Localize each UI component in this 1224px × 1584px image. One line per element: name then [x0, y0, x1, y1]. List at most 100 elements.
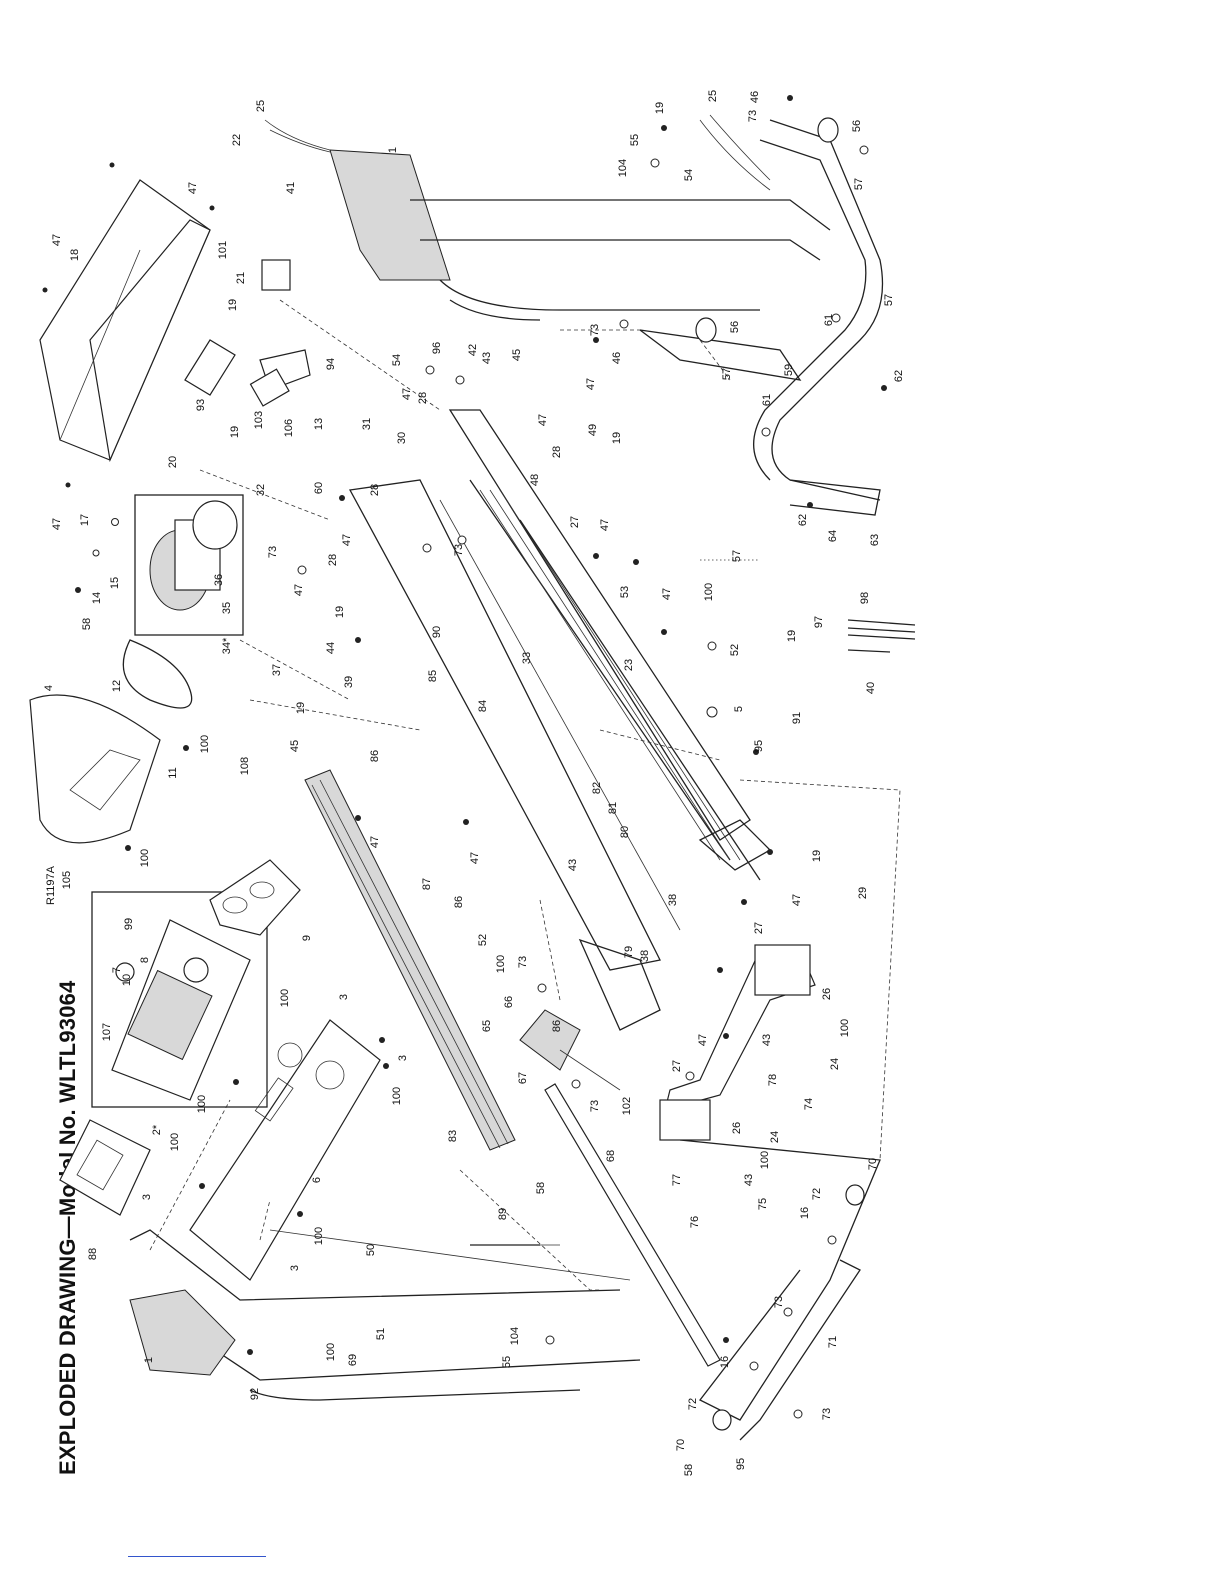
part-callout: 102: [621, 1097, 633, 1115]
part-callout: 100: [279, 989, 291, 1007]
part-callout: 59: [783, 364, 795, 376]
part-callout: 47: [791, 894, 803, 906]
part-callout: 1: [387, 147, 399, 153]
part-callout: 1: [143, 1357, 155, 1363]
wires-25: [264, 114, 771, 191]
rear-base-71: [679, 1139, 881, 1441]
part-callout: 78: [767, 1074, 779, 1086]
part-callout: 100: [325, 1343, 337, 1361]
part-callout: 73: [517, 956, 529, 968]
part-callout: 58: [683, 1464, 695, 1476]
console-housing-9: [209, 859, 301, 936]
part-callout: 73: [773, 1296, 785, 1308]
part-callout: 50: [365, 1244, 377, 1256]
part-callout: 47: [697, 1034, 709, 1046]
part-callout: 60: [313, 482, 325, 494]
part-callout: 28: [369, 484, 381, 496]
part-callout: 48: [529, 474, 541, 486]
part-callout: 19: [229, 426, 241, 438]
part-callout: 33: [521, 652, 533, 664]
part-callout: 104: [509, 1327, 521, 1345]
part-callout: 100: [169, 1133, 181, 1151]
part-callout: 19: [227, 299, 239, 311]
part-callout: 87: [421, 878, 433, 890]
part-callout: 61: [823, 314, 835, 326]
part-callout: 86: [551, 1020, 563, 1032]
part-callout: 100: [703, 583, 715, 601]
part-callout: 28: [327, 554, 339, 566]
part-callout: 38: [667, 894, 679, 906]
rear-endcaps-78: [659, 944, 816, 1141]
side-rail-68: [544, 1083, 721, 1367]
console-cover-88: [59, 1119, 151, 1216]
part-callout: 75: [757, 1198, 769, 1210]
part-callout: 57: [883, 294, 895, 306]
part-callout: 47: [537, 414, 549, 426]
part-callout: 42: [467, 344, 479, 356]
part-callout: 103: [253, 411, 265, 429]
part-callout: 14: [91, 592, 103, 604]
part-callout: 45: [511, 349, 523, 361]
part-callout: 18: [69, 249, 81, 261]
part-callout: 43: [481, 352, 493, 364]
part-callout: 79: [623, 946, 635, 958]
part-callout: 53: [619, 586, 631, 598]
part-callout: 7: [111, 967, 123, 973]
part-callout: 62: [893, 370, 905, 382]
part-callout: 24: [769, 1131, 781, 1143]
part-callout: 105: [61, 871, 73, 889]
part-callout: 70: [867, 1158, 879, 1170]
part-callout: 100: [313, 1227, 325, 1245]
part-callout: 80: [619, 826, 631, 838]
part-callout: 3: [338, 994, 350, 1000]
part-callout: 82: [591, 782, 603, 794]
part-callout: 58: [535, 1182, 547, 1194]
drive-belt-12: [122, 639, 193, 709]
part-callout: 19: [786, 630, 798, 642]
part-callout: 38: [639, 950, 651, 962]
part-callout: 27: [569, 516, 581, 528]
controller-93: [184, 259, 311, 407]
part-callout: 19: [611, 432, 623, 444]
part-callout: 22: [231, 134, 243, 146]
part-callout: 56: [729, 321, 741, 333]
part-callout: 41: [285, 182, 297, 194]
part-callout: 84: [477, 700, 489, 712]
motor-hood-4: [29, 694, 161, 844]
part-callout: 47: [51, 518, 63, 530]
part-callout: 10: [121, 974, 133, 986]
part-callout: 108: [239, 757, 251, 775]
part-callout: 74: [803, 1098, 815, 1110]
part-callout: 34*: [221, 637, 233, 654]
part-callout: 97: [813, 616, 825, 628]
hood-cover-18: [39, 179, 211, 463]
part-callout: 27: [671, 1060, 683, 1072]
part-callout: 20: [167, 456, 179, 468]
part-callout: 57: [853, 178, 865, 190]
part-callout: 52: [477, 934, 489, 946]
part-callout: 32: [255, 484, 267, 496]
part-callout: 19: [295, 702, 307, 714]
part-callout: 95: [735, 1458, 747, 1470]
part-callout: 45: [289, 740, 301, 752]
part-callout: 47: [661, 588, 673, 600]
part-callout: 28: [551, 446, 563, 458]
part-callout: 100: [139, 849, 151, 867]
part-callout: 47: [51, 234, 63, 246]
part-callout: 35: [221, 602, 233, 614]
part-callout: 61: [761, 394, 773, 406]
part-callout: 64: [827, 530, 839, 542]
part-callout: 3: [397, 1055, 409, 1061]
part-callout: 27: [753, 922, 765, 934]
part-callout: 70: [675, 1439, 687, 1451]
part-callout: 100: [759, 1151, 771, 1169]
part-callout: 56: [851, 120, 863, 132]
part-callout: 66: [503, 996, 515, 1008]
frame-rails: [348, 409, 772, 1031]
part-callout: 65: [481, 1020, 493, 1032]
part-callout: 6: [311, 1177, 323, 1183]
part-callout: 16: [799, 1207, 811, 1219]
part-callout: 46: [611, 352, 623, 364]
